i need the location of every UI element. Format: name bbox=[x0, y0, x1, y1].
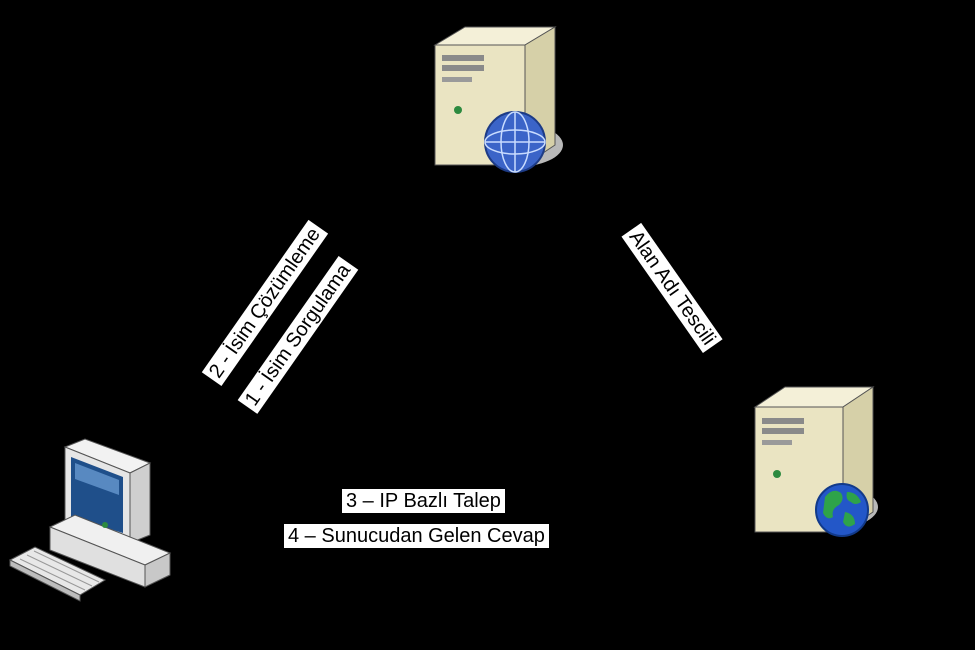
label-ip-request: 3 – IP Bazlı Talep bbox=[342, 489, 505, 513]
dns-server-icon bbox=[433, 26, 563, 173]
dns-server-caption-line1: DNS bbox=[475, 180, 525, 205]
client-computer-icon bbox=[8, 438, 172, 602]
client-caption: İSTEMCİ bbox=[36, 618, 134, 643]
web-server-caption-line1: ÇAĞRILAN SUNUCU bbox=[719, 553, 951, 578]
web-server-caption-line2: SUNUCUSU bbox=[748, 588, 882, 613]
label-domain-registration: Alan Adı Tescili bbox=[621, 222, 723, 354]
dns-server-caption-line2: SUNUCUSU bbox=[433, 222, 567, 247]
label-server-response: 4 – Sunucudan Gelen Cevap bbox=[284, 524, 549, 548]
web-server-icon bbox=[753, 386, 878, 537]
